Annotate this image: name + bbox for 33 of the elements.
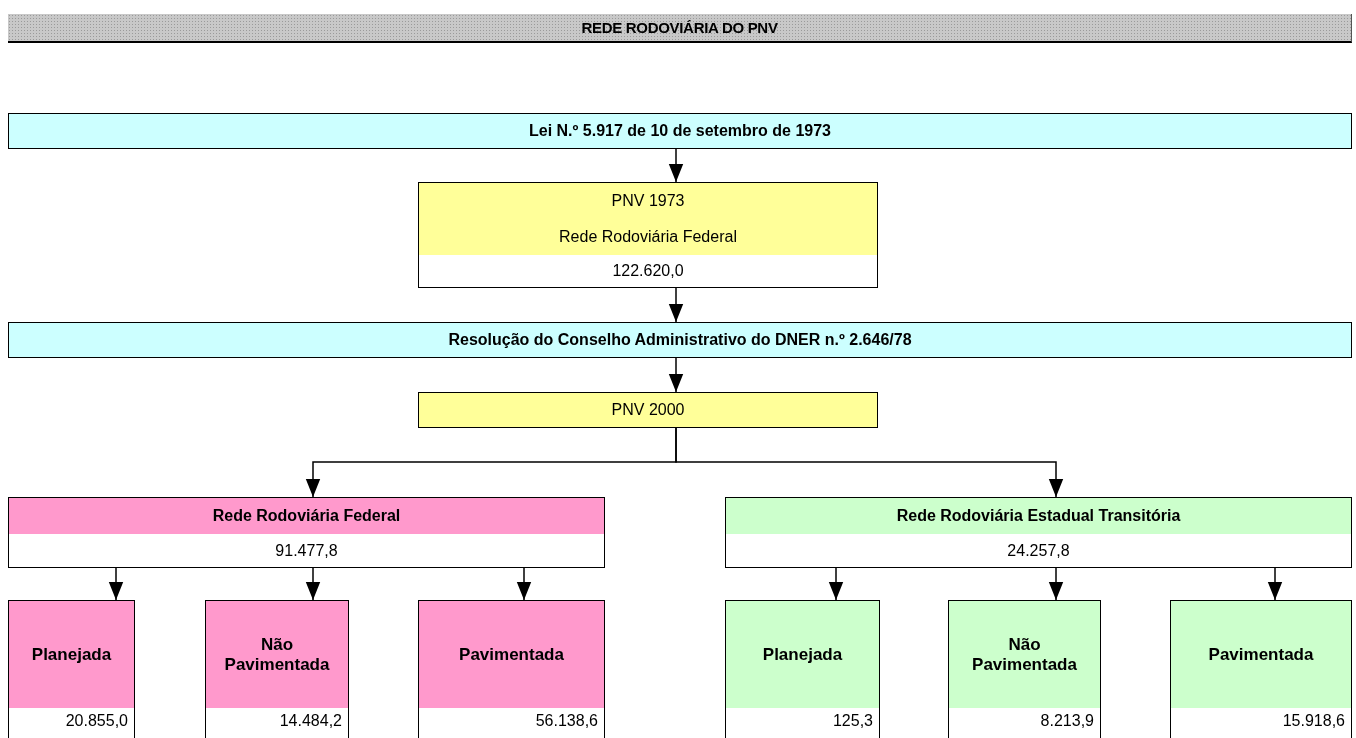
- title-bar: REDE RODOVIÁRIA DO PNV: [8, 14, 1352, 43]
- heading-text: Não Pavimentada: [206, 601, 348, 708]
- category-box: [8, 600, 135, 738]
- category-box: [418, 600, 605, 738]
- heading-text: Rede Rodoviária Federal: [419, 219, 877, 255]
- network-box: [8, 497, 605, 568]
- heading-text: Pavimentada: [1171, 601, 1351, 708]
- arrow: [1048, 567, 1064, 601]
- arrow: [108, 567, 124, 601]
- heading-text: PNV 2000: [419, 393, 877, 427]
- category-box: [205, 600, 349, 738]
- heading-text: Planejada: [9, 601, 134, 708]
- heading-text: Lei N.º 5.917 de 10 de setembro de 1973: [9, 114, 1351, 148]
- arrow: [516, 567, 532, 601]
- arrow: [305, 567, 321, 601]
- heading-text: PNV 1973: [419, 183, 877, 219]
- arrow: [675, 427, 1064, 498]
- arrow: [828, 567, 844, 601]
- network-box: [418, 182, 878, 288]
- heading-text: Resolução do Conselho Administrativo do DNER n.º 2.646/78: [9, 323, 1351, 357]
- heading-text: Planejada: [726, 601, 879, 708]
- category-box: [1170, 600, 1352, 738]
- heading-text: Rede Rodoviária Federal: [9, 498, 604, 534]
- category-box: [725, 600, 880, 738]
- network-box: [725, 497, 1352, 568]
- heading-text: Não Pavimentada: [949, 601, 1100, 708]
- heading-text: Rede Rodoviária Estadual Transitória: [726, 498, 1351, 534]
- arrow: [668, 148, 684, 183]
- category-box: [948, 600, 1101, 738]
- heading-text: Pavimentada: [419, 601, 604, 708]
- arrow: [668, 357, 684, 393]
- arrow: [668, 287, 684, 323]
- arrow: [1267, 567, 1283, 601]
